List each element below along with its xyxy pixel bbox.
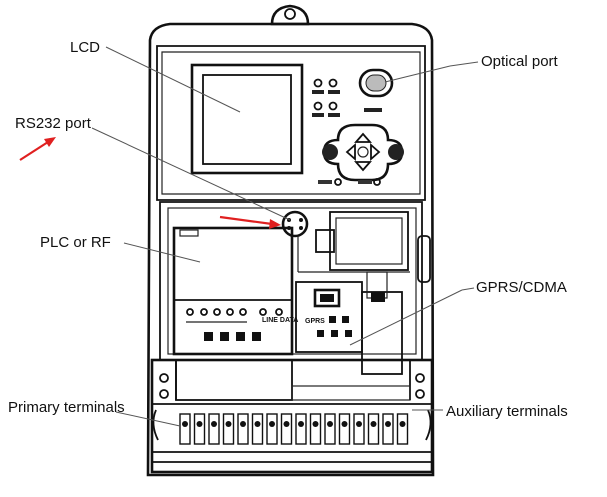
- terminal-slot: [353, 413, 365, 445]
- label-optical-port: Optical port: [481, 53, 559, 70]
- terminal-slot: [324, 413, 336, 445]
- terminal-screw: [385, 421, 391, 427]
- terminal-screw: [269, 421, 275, 427]
- label-lcd: LCD: [70, 39, 100, 56]
- line-data-text: LINE DATA: [262, 317, 298, 324]
- terminal-slot: [338, 413, 351, 445]
- terminal-screw: [182, 421, 188, 427]
- gprs-cdma-module: GPRS: [295, 271, 403, 375]
- terminal-screw: [254, 421, 261, 427]
- indicator-lights: [312, 78, 340, 117]
- terminal-slot: [295, 413, 307, 445]
- terminal-slot: [396, 413, 409, 445]
- terminal-slot: [251, 413, 264, 445]
- terminal-screw: [356, 421, 362, 427]
- meter-housing: [146, 22, 435, 477]
- terminal-slot: [222, 413, 235, 445]
- terminal-slot: [193, 413, 206, 445]
- label-primary-terminals: Primary terminals: [8, 399, 125, 416]
- terminal-screw: [312, 421, 319, 427]
- terminal-screw: [399, 421, 406, 427]
- status-lamps: [318, 178, 381, 186]
- terminal-screw: [196, 421, 203, 427]
- terminal-screw: [283, 421, 290, 427]
- optical-port: [358, 68, 394, 112]
- terminal-screw: [341, 421, 348, 427]
- label-plc-or-rf: PLC or RF: [40, 234, 111, 251]
- leader-lines: [91, 46, 479, 427]
- lcd-screen: [190, 63, 304, 175]
- hanging-hook: [270, 4, 310, 26]
- red-arrows: [19, 137, 281, 229]
- terminal-slot: [382, 413, 394, 445]
- terminal-screw: [298, 421, 304, 427]
- terminal-screw: [211, 421, 217, 427]
- terminal-slot: [266, 413, 278, 445]
- terminal-screw: [327, 421, 333, 427]
- terminal-screw: [240, 421, 246, 427]
- label-rs232-port: RS232 port: [15, 115, 92, 132]
- terminal-slot: [367, 413, 380, 445]
- terminal-slot: [208, 413, 220, 445]
- terminal-block: [150, 358, 434, 474]
- terminal-slot: [309, 413, 322, 445]
- terminal-slot: [237, 413, 249, 445]
- terminal-slot: [280, 413, 293, 445]
- terminal-slot: [179, 413, 191, 445]
- terminal-screw: [370, 421, 377, 427]
- navigation-keypad[interactable]: [322, 123, 404, 182]
- label-auxiliary-terminals: Auxiliary terminals: [446, 403, 568, 420]
- gprs-text: GPRS: [305, 318, 325, 325]
- terminal-screw: [225, 421, 232, 427]
- terminal-screws: [179, 413, 409, 445]
- plc-rf-module: LINE DATA: [172, 226, 298, 356]
- label-gprs-cdma: GPRS/CDMA: [476, 279, 567, 296]
